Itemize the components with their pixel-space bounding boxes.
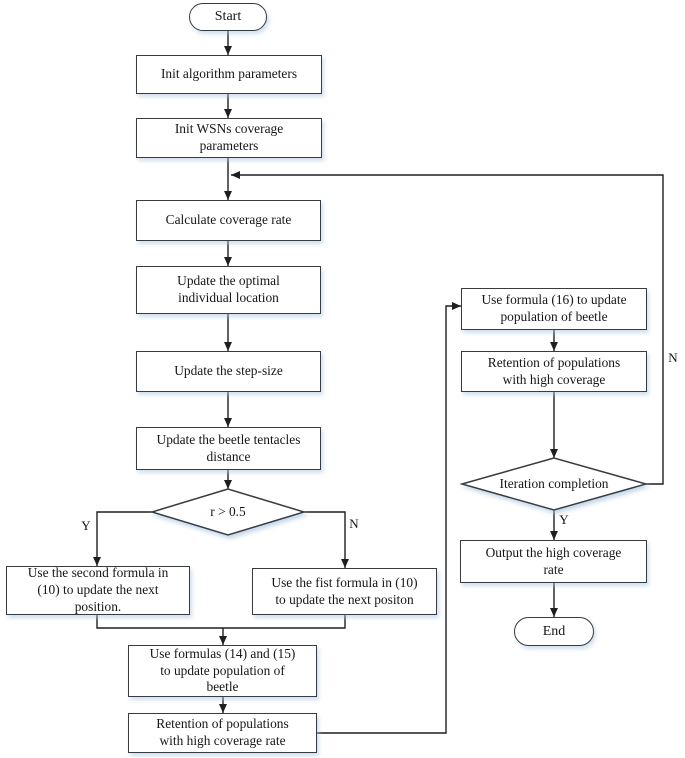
process-retention-high-coverage-rate: Retention of populations with high cover…	[128, 713, 317, 753]
decision-r-label: r > 0.5	[210, 504, 246, 519]
decision-iteration-diamond	[459, 457, 649, 511]
process-init-algorithm-parameters: Init algorithm parameters	[136, 55, 322, 94]
process-first-formula-next-position: Use the fist formula in (10) to update t…	[252, 568, 437, 615]
process-formula-16-update-population: Use formula (16) to update population of…	[461, 288, 647, 330]
start-terminator: Start	[189, 3, 267, 31]
process-update-optimal-individual-location: Update the optimal individual location	[136, 266, 321, 314]
process-formulas-14-15-update-population: Use formulas (14) and (15) to update pop…	[128, 645, 317, 697]
process-second-formula-next-position: Use the second formula in (10) to update…	[6, 565, 190, 615]
edge-retention-rate-to-formula-16	[317, 302, 461, 734]
process-update-step-size: Update the step-size	[136, 351, 321, 392]
edge-r-decision-yes	[93, 511, 152, 566]
branch-label-iteration-no: N	[668, 350, 678, 365]
end-terminator: End	[514, 617, 594, 646]
decision-iteration-label: Iteration completion	[499, 476, 609, 491]
branch-label-r-yes: Y	[81, 518, 91, 533]
process-init-wsns-coverage-parameters: Init WSNs coverage parameters	[136, 118, 322, 158]
edge-branches-merge	[96, 615, 346, 629]
branch-label-r-no: N	[349, 516, 359, 531]
process-update-beetle-tentacles-distance: Update the beetle tentacles distance	[136, 427, 321, 470]
process-calculate-coverage-rate: Calculate coverage rate	[136, 200, 321, 241]
edge-r-decision-no	[304, 511, 349, 568]
decision-r-diamond	[149, 488, 307, 536]
process-retention-high-coverage: Retention of populations with high cover…	[461, 351, 647, 392]
process-output-high-coverage-rate: Output the high coverage rate	[460, 540, 647, 583]
edge-iteration-no-loop	[231, 171, 664, 485]
branch-label-iteration-yes: Y	[559, 512, 569, 527]
